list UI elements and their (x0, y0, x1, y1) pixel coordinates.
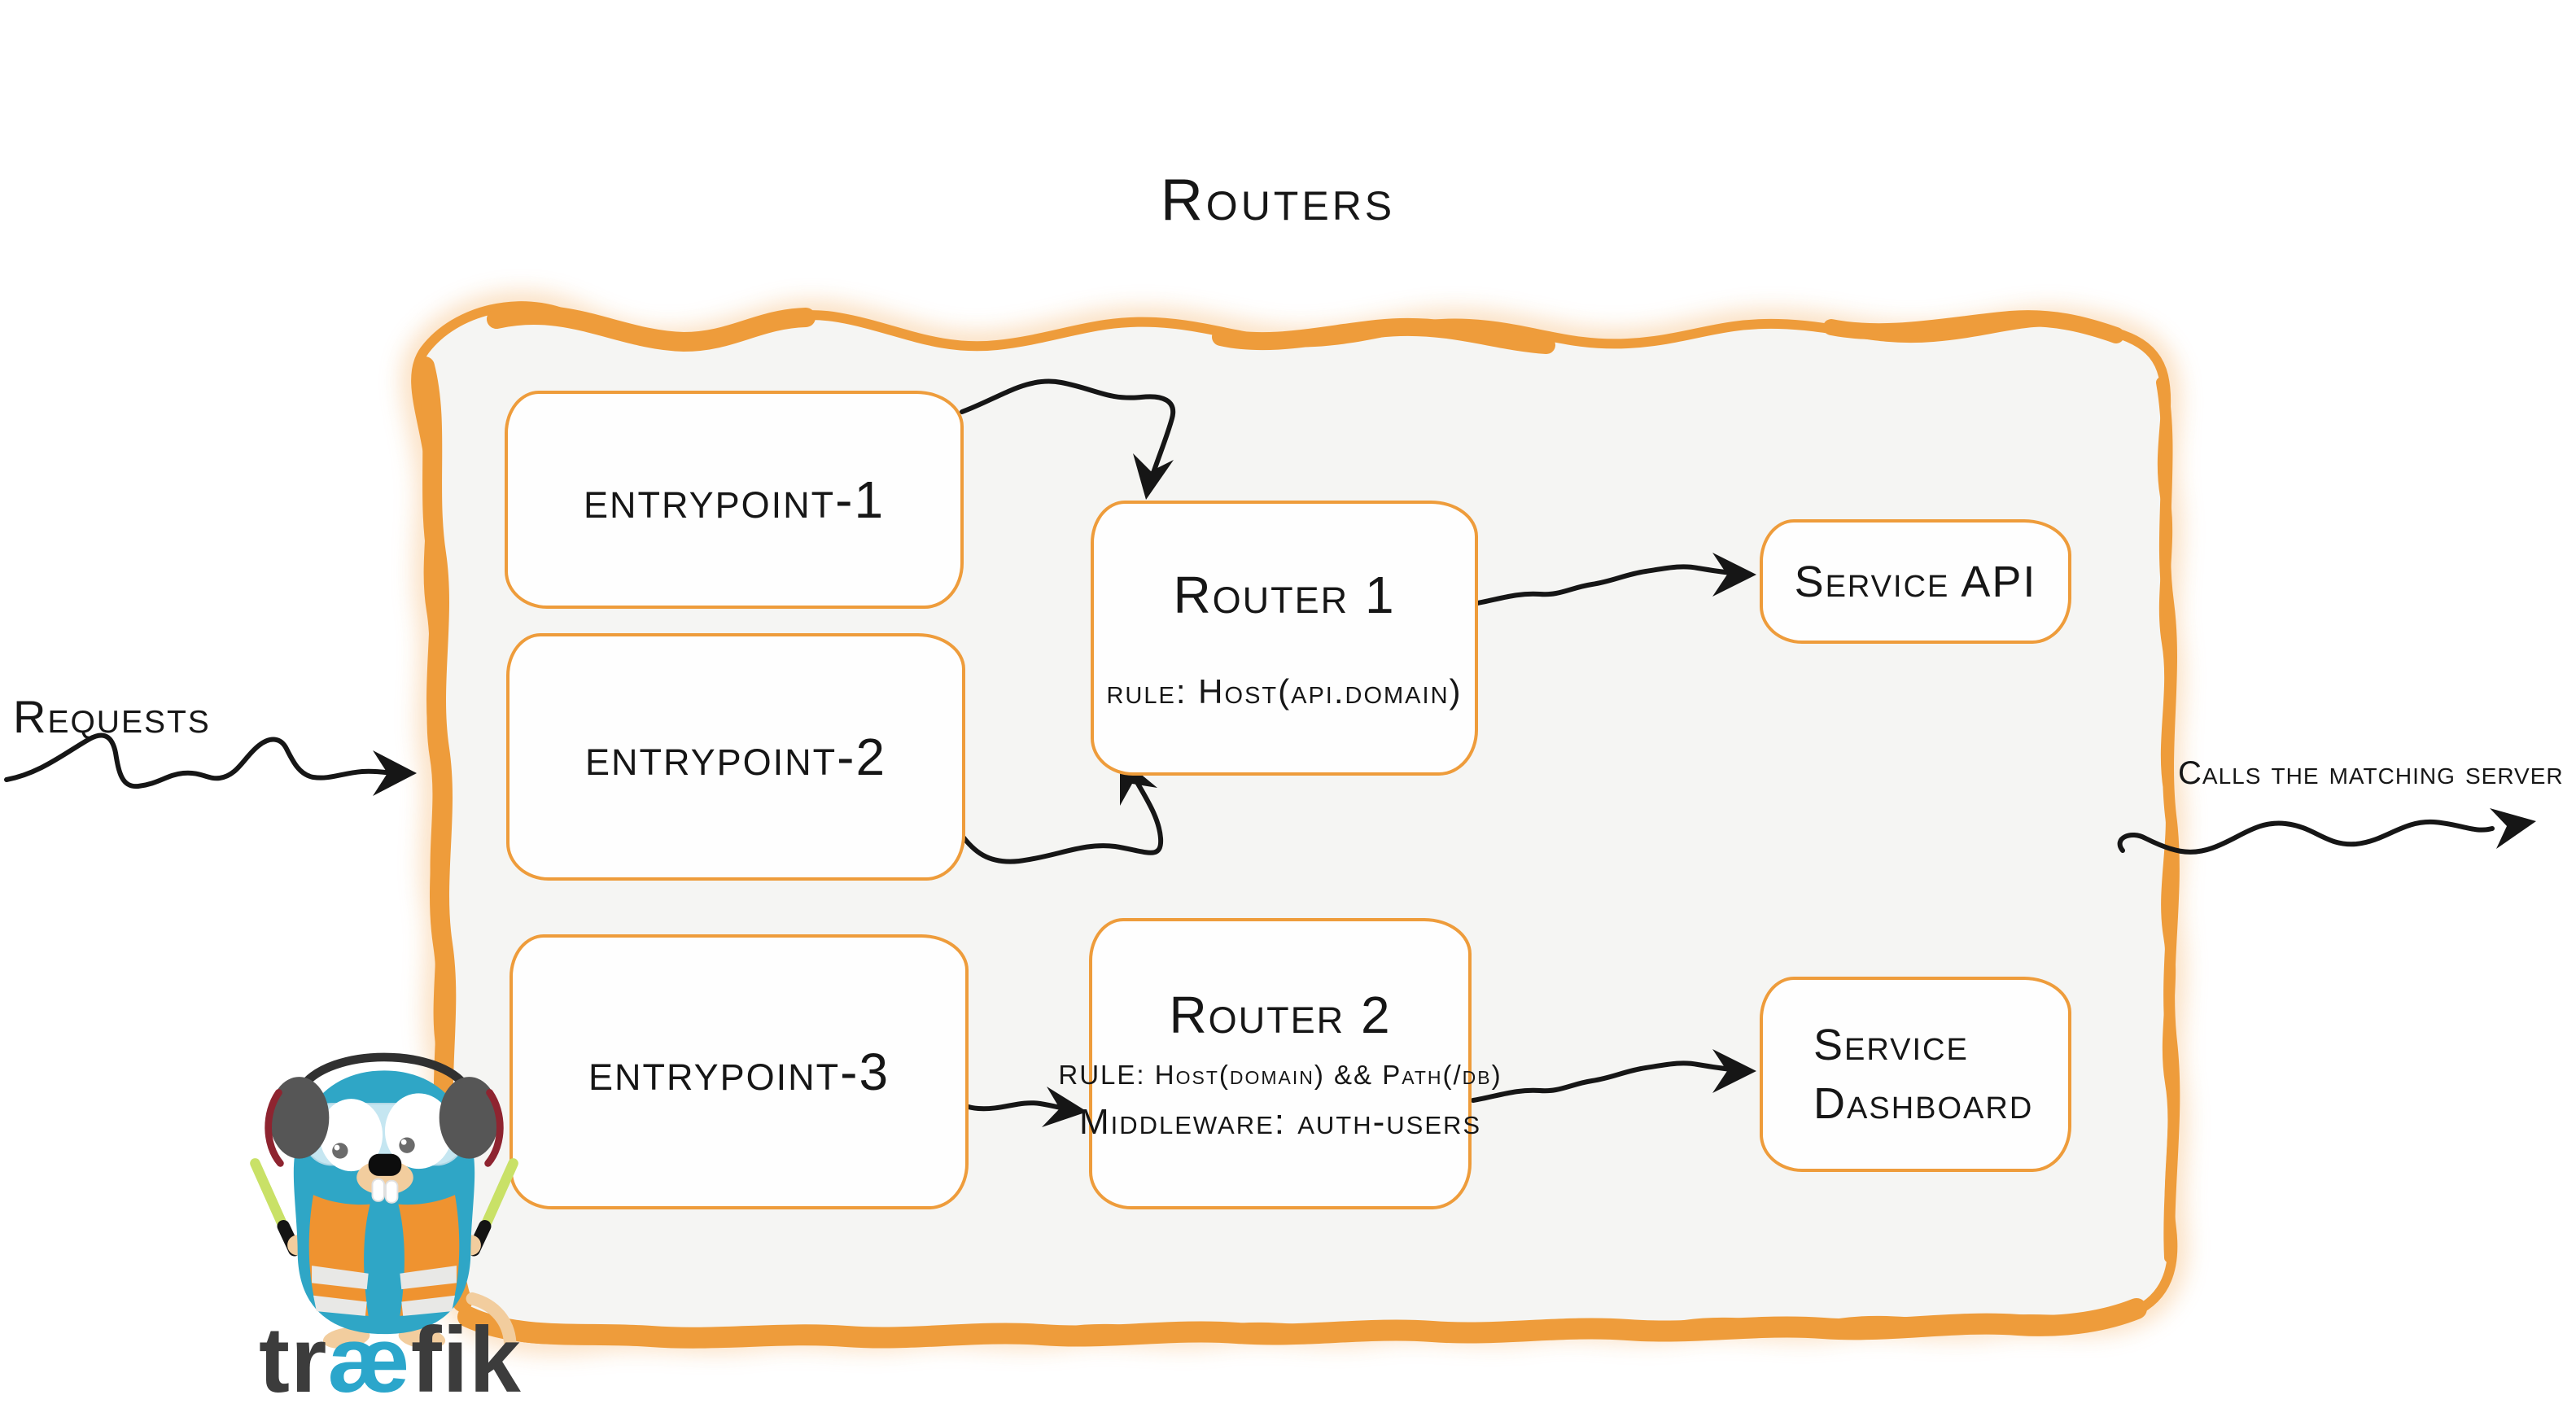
service-api-label: Service API (1794, 557, 2037, 606)
router-2-middleware: Middleware: auth-users (1078, 1102, 1482, 1142)
requests-label: Requests (13, 691, 211, 742)
service-dashboard-label-line1: Service (1813, 1021, 1969, 1069)
arrowhead (1712, 1049, 1756, 1093)
arrow-entrypoint1-router1 (960, 378, 1176, 478)
router-1-box: Router 1 rule: Host(api.domain) (1091, 501, 1478, 776)
arrow-entrypoint2-router1 (958, 772, 1164, 864)
entrypoint-2-box: entrypoint-2 (506, 633, 965, 881)
entrypoint-1-box: entrypoint-1 (505, 391, 964, 609)
entrypoint-3-label: entrypoint-3 (588, 1043, 890, 1101)
traefik-wordmark: træfik (259, 1307, 522, 1408)
service-api-box: Service API (1760, 519, 2071, 644)
service-dashboard-label-line2: Dashboard (1813, 1079, 2034, 1128)
arrow-router2-servicedashboard (1471, 1060, 1734, 1103)
arrowhead (1133, 453, 1174, 500)
traefik-gopher-icon (250, 1052, 518, 1349)
arrowhead (1042, 1087, 1087, 1127)
entrypoint-2-label: entrypoint-2 (584, 728, 887, 786)
router-2-box: Router 2 RULE: Host(domain) && Path(/db)… (1058, 918, 1501, 1209)
arrowhead (373, 750, 417, 796)
service-dashboard-box: Service Dashboard (1760, 977, 2071, 1172)
arrowheads (373, 453, 2536, 1127)
arrow-router1-serviceapi (1471, 564, 1734, 606)
wordmark-part3: fik (410, 1309, 522, 1408)
arrowhead (1712, 553, 1756, 597)
requests-arrow (4, 732, 395, 789)
calls-label: Calls the matching server (2178, 755, 2564, 791)
wordmark-ae: æ (327, 1309, 411, 1408)
arrowhead (2490, 808, 2536, 849)
router-2-rule: RULE: Host(domain) && Path(/db) (1058, 1060, 1502, 1090)
router-1-title: Router 1 (1173, 566, 1396, 624)
router-1-rule: rule: Host(api.domain) (1106, 672, 1463, 711)
entrypoint-3-box: entrypoint-3 (510, 934, 969, 1209)
page-title: Routers (1160, 168, 1396, 233)
entrypoint-1-label: entrypoint-1 (583, 470, 886, 529)
wordmark-part1: tr (259, 1309, 328, 1408)
calls-arrow (2117, 819, 2495, 855)
router-2-title: Router 2 (1169, 986, 1392, 1044)
